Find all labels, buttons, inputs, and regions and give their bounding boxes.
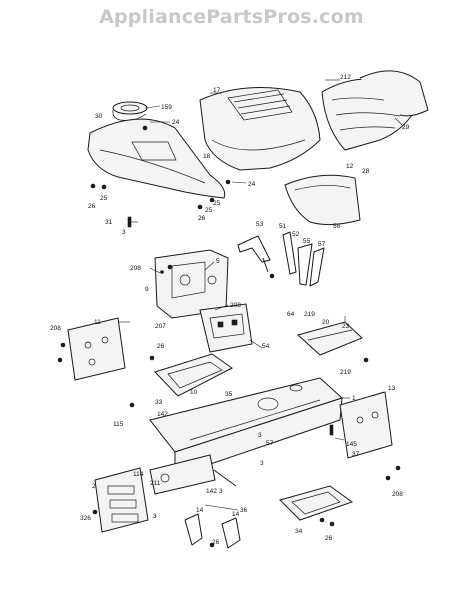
callout-label: 208	[392, 491, 403, 498]
callout-label: 9	[145, 286, 149, 293]
callout-label: 3	[219, 488, 223, 495]
callout-label: 25	[100, 195, 108, 202]
callout-label: 142	[157, 411, 168, 418]
callout-label: 26	[325, 535, 333, 542]
callout-label: 37	[352, 451, 360, 458]
hood-part	[199, 87, 321, 171]
front-plate-part	[94, 467, 149, 533]
brackets-group	[237, 231, 325, 287]
callout-label: 24	[248, 181, 256, 188]
pedal-bracket-part	[296, 321, 363, 356]
console-part	[199, 303, 253, 353]
callout-label: 34	[295, 528, 303, 535]
callout-label: 53	[256, 221, 264, 228]
left-side-panel-part	[67, 317, 126, 381]
seat-pan-part	[87, 101, 226, 199]
callout-label: 36	[240, 507, 248, 514]
callout-label: 14	[232, 511, 240, 518]
callout-label: 3	[122, 229, 126, 236]
callout-label: 55	[303, 238, 311, 245]
callout-label: 1	[352, 395, 356, 402]
callout-label: 13	[388, 385, 396, 392]
callout-label: 11	[94, 319, 101, 326]
callout-label: 57	[318, 241, 326, 248]
callout-label: 28	[362, 168, 370, 175]
rear-panel-part	[339, 391, 393, 459]
main-frame-part	[149, 377, 343, 477]
callout-label: 159	[161, 104, 172, 111]
dash-panel-part	[284, 174, 361, 226]
callout-label: 24	[172, 119, 180, 126]
callout-label: 26	[157, 343, 165, 350]
callout-label: 145	[346, 441, 357, 448]
callout-label: 23	[342, 323, 350, 330]
callout-label: 26	[88, 203, 96, 210]
grille-part	[321, 70, 429, 151]
callout-label: 3	[153, 513, 157, 520]
callout-label: 20	[322, 319, 330, 326]
callout-label: 114	[133, 471, 144, 478]
callout-label: 25	[213, 200, 221, 207]
callout-label: 14	[196, 507, 204, 514]
callout-label: 208	[230, 302, 241, 309]
callout-label: 208	[130, 265, 141, 272]
callout-label: 35	[225, 391, 233, 398]
callout-label: 12	[346, 163, 354, 170]
front-axle-part	[149, 454, 237, 495]
callout-label: 57	[266, 440, 274, 447]
callout-label: 208	[50, 325, 61, 332]
callout-label: 2	[92, 483, 96, 490]
callout-label: 52	[292, 231, 300, 238]
callout-label: 26	[212, 539, 220, 546]
callout-label: 54	[262, 343, 270, 350]
callout-label: 5	[216, 258, 220, 265]
leader-lines	[118, 79, 403, 511]
callout-label: 219	[304, 311, 315, 318]
callout-label: 219	[340, 369, 351, 376]
callout-label: 142	[206, 488, 217, 495]
callout-label: 64	[287, 311, 295, 318]
callout-label: 326	[80, 515, 91, 522]
callout-label: 17	[213, 87, 221, 94]
footrest-part	[154, 353, 233, 397]
callout-label: 18	[203, 153, 211, 160]
watermark-text: AppliancePartsPros.com	[99, 6, 364, 28]
callout-label: 25	[205, 207, 213, 214]
callout-labels: 159 24 30 17 212 29 18 12 28 24 25 26 25…	[50, 74, 410, 546]
callout-label: 31	[105, 219, 113, 226]
callout-label: 3	[260, 460, 264, 467]
callout-label: 211	[150, 480, 161, 487]
step-plate-part	[279, 485, 354, 521]
callout-label: 29	[402, 124, 410, 131]
bottom-brackets	[184, 513, 241, 549]
callout-label: 51	[279, 223, 287, 230]
callout-label: 58	[333, 223, 341, 230]
callout-label: 3	[258, 432, 262, 439]
callout-label: 10	[190, 389, 198, 396]
callout-label: 212	[340, 74, 351, 81]
callout-label: 30	[95, 113, 103, 120]
callout-label: 207	[155, 323, 166, 330]
callout-label: 26	[198, 215, 206, 222]
callout-label: 115	[113, 421, 124, 428]
callout-label: 33	[155, 399, 163, 406]
